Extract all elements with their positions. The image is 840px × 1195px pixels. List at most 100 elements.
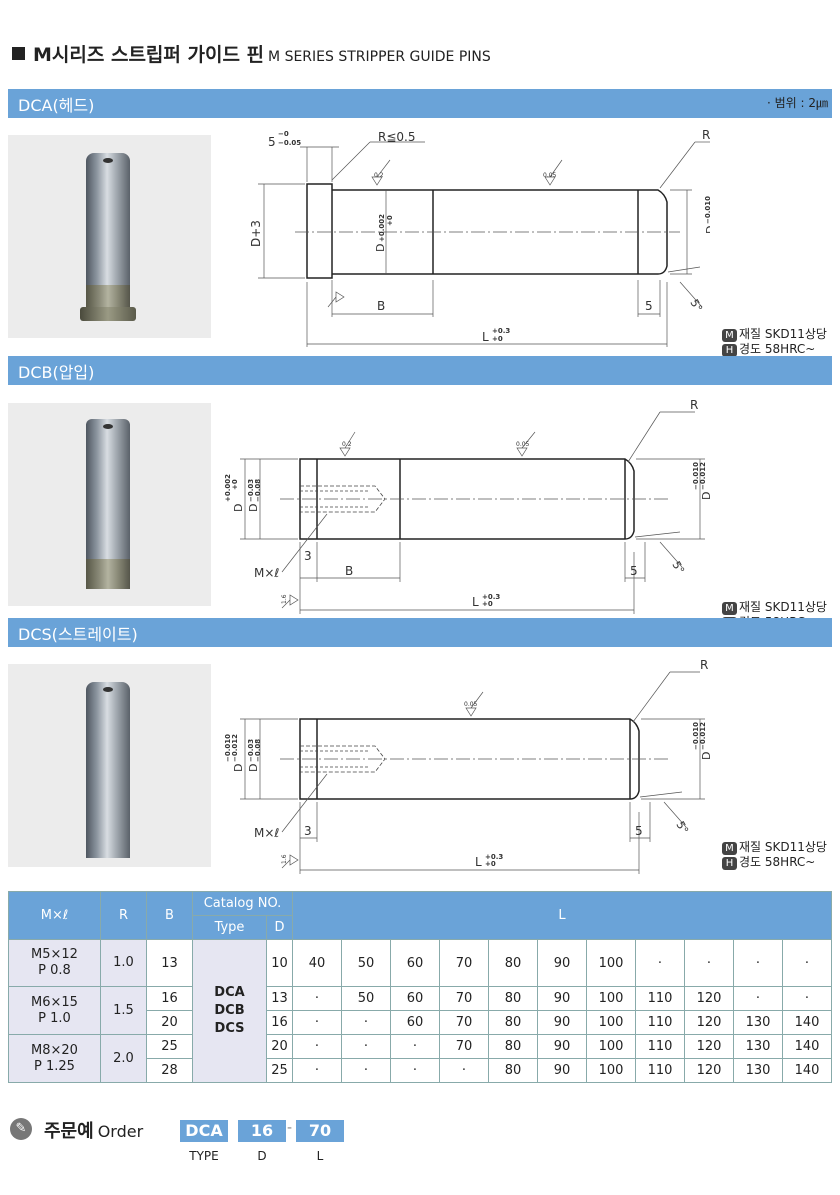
cell-l: ·: [341, 1034, 391, 1059]
cell-l: 80: [488, 1058, 538, 1083]
cell-l: ·: [635, 939, 685, 987]
cell-l: 120: [684, 1058, 734, 1083]
cell-l: 60: [390, 939, 440, 987]
title-english: M SERIES STRIPPER GUIDE PINS: [268, 49, 491, 65]
order-box-l: 70: [296, 1120, 344, 1142]
dim-head-thickness: 5: [268, 135, 276, 149]
dim-tol: −0: [278, 130, 289, 138]
cell-l: 70: [439, 1034, 489, 1059]
roughness-label: 0.05: [464, 701, 478, 708]
cell-l: 140: [782, 1034, 832, 1059]
material-text: 재질 SKD11상당: [739, 840, 827, 854]
cell-l: 60: [390, 1010, 440, 1035]
cell-l: ·: [292, 986, 342, 1011]
cell-l: ·: [292, 1058, 342, 1083]
order-label-l: L: [316, 1149, 324, 1163]
cell-l: 80: [488, 986, 538, 1011]
cell-l: 80: [488, 939, 538, 987]
dim-five: 5: [645, 299, 653, 313]
cell-l: 50: [341, 986, 391, 1011]
section-underline: [8, 383, 832, 385]
dim-tol: −0.08: [254, 739, 262, 762]
bullet-square-icon: [12, 47, 25, 60]
cell-r: 1.5: [100, 986, 147, 1035]
dim-d-label: D: [700, 752, 713, 760]
order-box-type: DCA: [180, 1120, 228, 1142]
roughness-label: 0.2: [374, 172, 384, 179]
cell-r: 1.0: [100, 939, 147, 987]
dim-tol: −0.08: [254, 479, 262, 502]
product-photo-dcb: [8, 403, 211, 606]
title-korean: M시리즈 스트립퍼 가이드 핀: [33, 44, 265, 66]
hardness-tag: H: [722, 344, 737, 357]
roughness-label: 0.05: [516, 441, 530, 448]
drawing-dca: 5 −0 −0.05 R≦0.5 R D+3 D +0.002 +0 D −0.…: [249, 128, 710, 347]
section-bar-dca: DCA(헤드): [8, 89, 832, 116]
section-label: DCB(압입): [18, 363, 95, 382]
dim-d-label: D: [232, 764, 245, 772]
cell-l: 110: [635, 1058, 685, 1083]
cell-l: 90: [537, 939, 587, 987]
roughness-label: 1.6: [281, 594, 288, 604]
cell-l: 80: [488, 1034, 538, 1059]
header-b: B: [146, 891, 193, 940]
cell-l: 100: [586, 939, 636, 987]
dim-r: R: [700, 658, 708, 672]
cell-l: 90: [537, 1010, 587, 1035]
hardness-text: 경도 58HRC~: [739, 855, 816, 869]
dim-tol: −0.010: [692, 722, 700, 750]
cell-l: 70: [439, 1010, 489, 1035]
section-label: DCS(스트레이트): [18, 625, 138, 644]
dim-tol: −0.012: [231, 734, 239, 762]
dim-mxl: M×ℓ: [254, 826, 279, 840]
cell-d: 25: [266, 1058, 293, 1083]
dim-l: L: [472, 595, 479, 609]
order-title-en: Order: [97, 1122, 144, 1141]
dim-three: 3: [304, 824, 312, 838]
roughness-label: 0.05: [543, 172, 557, 179]
dim-d-label: D: [700, 492, 713, 500]
header-d: D: [266, 915, 293, 940]
header-catalog: Catalog NO.: [192, 891, 293, 916]
cell-l: 90: [537, 986, 587, 1011]
dim-tol: +0: [386, 215, 394, 226]
dim-five: 5: [630, 564, 638, 578]
product-photo-dcs: [8, 664, 211, 867]
cell-l: ·: [733, 939, 783, 987]
cell-l: 130: [733, 1010, 783, 1035]
section-bar-dcb: DCB(압입): [8, 356, 832, 383]
dim-tol: +0: [485, 860, 496, 868]
dim-d-label: D: [232, 504, 245, 512]
dim-angle: 5°: [669, 559, 687, 576]
header-l: L: [292, 891, 832, 940]
roughness-label: 0.2: [342, 441, 352, 448]
cell-l: ·: [733, 986, 783, 1011]
cell-l: ·: [390, 1058, 440, 1083]
cell-l: 120: [684, 986, 734, 1011]
drawing-dcb: R D +0.002 +0 D −0.03 −0.08 D −0.010 −0.…: [224, 398, 713, 614]
dim-l: L: [475, 855, 482, 869]
dim-tol: +0: [231, 479, 239, 490]
cell-l: ·: [782, 986, 832, 1011]
cell-l: 100: [586, 1034, 636, 1059]
dim-b: B: [345, 564, 353, 578]
section-underline: [8, 645, 832, 647]
cell-l: 120: [684, 1034, 734, 1059]
material-tag: M: [722, 602, 737, 615]
order-separator: -: [287, 1120, 293, 1136]
drawing-dcs: R D −0.010 −0.012 D −0.03 −0.08 D −0.010…: [224, 658, 713, 874]
header-mxl: M×ℓ: [8, 891, 101, 940]
dim-d-label: D: [704, 226, 710, 234]
cell-l: 60: [390, 986, 440, 1011]
material-text: 재질 SKD11상당: [739, 600, 827, 614]
dim-mxl: M×ℓ: [254, 566, 279, 580]
cell-d: 13: [266, 986, 293, 1011]
cell-l: ·: [341, 1010, 391, 1035]
cell-l: 70: [439, 939, 489, 987]
dim-angle: 5°: [687, 297, 705, 314]
